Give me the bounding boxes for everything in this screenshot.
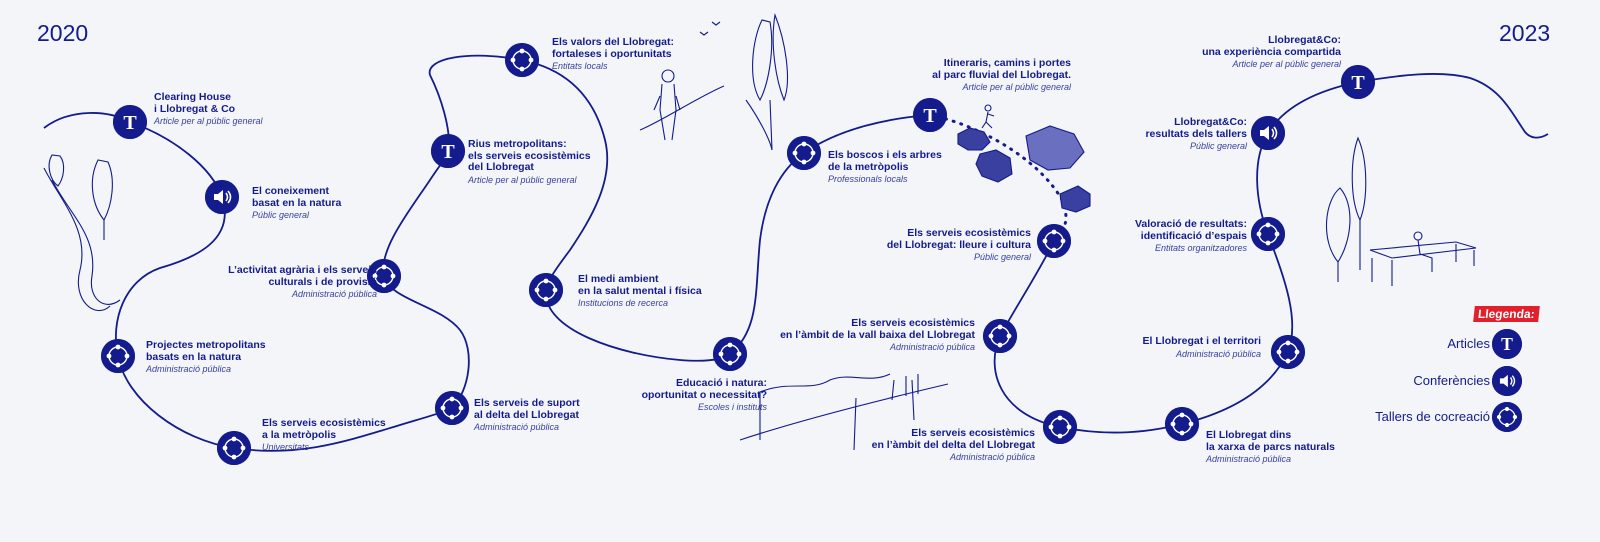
workshop-icon[interactable] <box>1165 407 1199 441</box>
timeline-path-2 <box>993 73 1549 434</box>
event-audience: Administració pública <box>1206 454 1292 464</box>
event-title: Rius metropolitans: els serveis ecosistè… <box>468 138 591 173</box>
svg-text:T: T <box>123 112 137 134</box>
event-audience: Article per al públic general <box>1232 59 1341 69</box>
event-title: Els boscos i els arbres de la metròpolis <box>828 149 942 173</box>
workshop-icon[interactable] <box>713 337 747 371</box>
workshop-icon[interactable] <box>983 319 1017 353</box>
event-title: El coneixement basat en la natura <box>252 185 342 209</box>
event-title: Els serveis de suport al delta del Llobr… <box>474 397 580 421</box>
svg-text:T: T <box>1501 334 1513 354</box>
event-audience: Professionals locals <box>828 174 908 184</box>
legend-label-article: Articles <box>1447 336 1490 351</box>
event-audience: Públic general <box>1189 141 1247 151</box>
event-label: Els serveis ecosistèmics a la metròpolis… <box>262 417 477 453</box>
event-title: El medi ambient en la salut mental i fís… <box>578 273 702 297</box>
timeline-dotted-path <box>928 113 1068 243</box>
event-audience: Administració pública <box>291 289 377 299</box>
article-icon[interactable]: T <box>1341 65 1375 99</box>
workshop-icon[interactable] <box>1251 217 1285 251</box>
event-audience: Públic general <box>973 252 1031 262</box>
event-title: L’activitat agrària i els serveis cultur… <box>228 264 377 288</box>
year-end: 2023 <box>1499 20 1551 46</box>
event-title: Valoració de resultats: identificació d’… <box>1134 218 1247 242</box>
event-audience: Institucions de recerca <box>578 298 669 308</box>
event-audience: Administració pública <box>949 452 1035 462</box>
event-label: Els serveis de suport al delta del Llobr… <box>474 397 689 433</box>
workshop-icon <box>1492 402 1522 432</box>
event-title: El Llobregat dins la xarxa de parcs natu… <box>1206 429 1335 453</box>
event-audience: Entitats locals <box>552 61 608 71</box>
event-label: Els serveis ecosistèmics en l’àmbit de l… <box>760 317 975 353</box>
legend-label-workshop: Tallers de cocreació <box>1375 409 1490 424</box>
event-label: L’activitat agrària i els serveis cultur… <box>162 264 377 300</box>
article-icon[interactable]: T <box>431 134 465 168</box>
event-audience: Article per al públic general <box>962 82 1071 92</box>
workshop-icon[interactable] <box>101 339 135 373</box>
event-audience: Administració pública <box>146 364 232 374</box>
event-title: Llobregat&Co: resultats dels tallers <box>1145 116 1247 140</box>
speaker-icon[interactable] <box>205 180 239 214</box>
event-label: Projectes metropolitans basats en la nat… <box>146 339 361 375</box>
event-title: Els serveis ecosistèmics en l’àmbit del … <box>871 427 1035 451</box>
event-title: Llobregat&Co: una experiència compartida <box>1202 34 1341 58</box>
event-label: Els serveis ecosistèmics del Llobregat: … <box>816 227 1031 263</box>
svg-text:T: T <box>923 105 937 127</box>
workshop-icon[interactable] <box>529 273 563 307</box>
event-audience: Universitats <box>262 442 310 452</box>
workshop-icon[interactable] <box>367 259 401 293</box>
event-label: Rius metropolitans: els serveis ecosistè… <box>468 138 683 186</box>
event-label: Els serveis ecosistèmics en l’àmbit del … <box>820 427 1035 463</box>
event-label: El medi ambient en la salut mental i fís… <box>578 273 793 309</box>
event-title: Educació i natura: oportunitat o necessi… <box>641 377 767 401</box>
event-label: Els valors del Llobregat: fortaleses i o… <box>552 36 767 72</box>
event-audience: Administració pública <box>474 422 560 432</box>
event-title: Els serveis ecosistèmics del Llobregat: … <box>886 227 1031 251</box>
workshop-icon[interactable] <box>1037 224 1071 258</box>
article-icon[interactable]: T <box>913 98 947 132</box>
svg-text:T: T <box>441 141 455 163</box>
event-title: Clearing House i Llobregat & Co <box>154 91 236 115</box>
event-title: Itineraris, camins i portes al parc fluv… <box>932 57 1071 81</box>
event-label: Els boscos i els arbres de la metròpolis… <box>828 149 1043 185</box>
article-icon[interactable]: T <box>113 105 147 139</box>
workshop-icon[interactable] <box>217 431 251 465</box>
event-audience: Entitats organitzadores <box>1154 243 1247 253</box>
event-label: Itineraris, camins i portes al parc fluv… <box>856 57 1071 93</box>
workshop-icon[interactable] <box>505 43 539 77</box>
event-label: Educació i natura: oportunitat o necessi… <box>552 377 767 413</box>
svg-text:T: T <box>1351 72 1365 94</box>
workshop-icon[interactable] <box>1271 335 1305 369</box>
legend-label-conference: Conferències <box>1413 373 1490 388</box>
event-audience: Administració pública <box>889 342 975 352</box>
article-icon: T <box>1492 329 1522 359</box>
event-label: Valoració de resultats: identificació d’… <box>1032 218 1247 254</box>
legend-title: Llegenda: <box>1473 306 1540 322</box>
event-title: Els serveis ecosistèmics en l’àmbit de l… <box>780 317 975 341</box>
speaker-icon[interactable] <box>1251 116 1285 150</box>
workshop-icon[interactable] <box>1043 410 1077 444</box>
event-title: El Llobregat i el territori <box>1142 335 1261 347</box>
event-audience: Article per al públic general <box>468 174 577 185</box>
event-title: Els serveis ecosistèmics a la metròpolis <box>262 417 386 441</box>
workshop-icon[interactable] <box>435 391 469 425</box>
event-label: Llobregat&Co: una experiència compartida… <box>1126 34 1341 70</box>
event-label: El Llobregat dins la xarxa de parcs natu… <box>1206 429 1421 465</box>
event-audience: Administració pública <box>1175 348 1261 359</box>
year-start: 2020 <box>37 20 89 46</box>
event-audience: Públic general <box>252 210 310 220</box>
illustrations <box>43 12 1477 451</box>
workshop-icon[interactable] <box>787 136 821 170</box>
event-audience: Article per al públic general <box>154 116 263 126</box>
event-title: Projectes metropolitans basats en la nat… <box>146 339 266 363</box>
event-audience: Escoles i instituts <box>697 402 767 412</box>
speaker-icon <box>1492 366 1522 396</box>
event-title: Els valors del Llobregat: fortaleses i o… <box>552 36 674 60</box>
